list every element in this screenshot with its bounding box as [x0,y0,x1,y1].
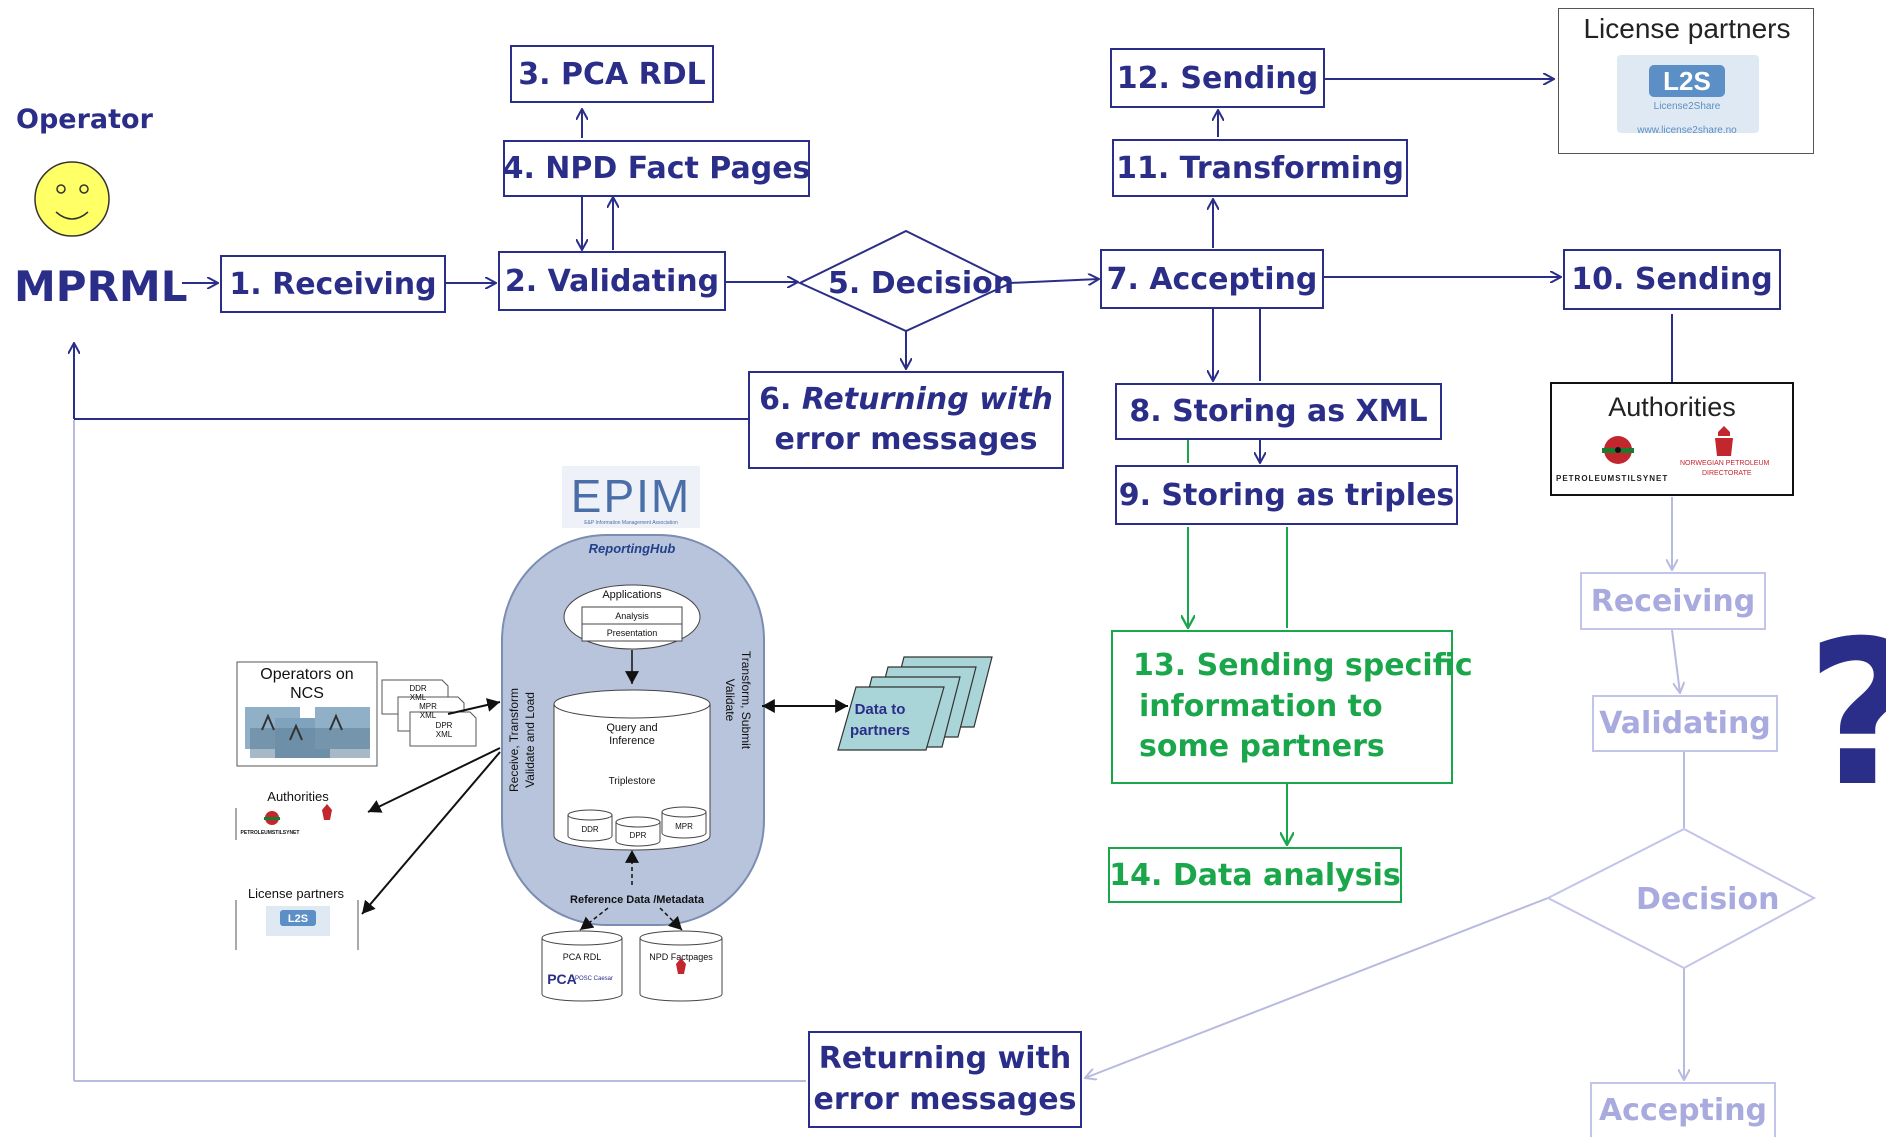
operators-label-2: NCS [290,685,324,702]
npd-factpages-db-label: NPD Factpages [649,952,713,962]
validate-right-label: Validate [723,679,737,722]
step-5-decision[interactable]: 5. Decision [828,266,1015,301]
doc-xml-2: XML [420,711,437,720]
step-10-sending[interactable]: 10. Sending [1563,249,1781,310]
query-label: Query and [606,722,657,734]
presentation-label: Presentation [607,628,658,638]
step-1-receiving[interactable]: 1. Receiving [220,255,446,313]
green-flow-arrows [1188,440,1287,845]
authority-decision-diamond [1545,827,1817,970]
applications-label: Applications [602,589,662,601]
l2s-logo-sub: License2Share [1653,101,1721,112]
svg-text:EPIM: EPIM [571,470,691,522]
analysis-label: Analysis [615,611,649,621]
ddr-label: DDR [581,825,599,834]
report-documents [381,679,477,747]
data-to-label-2: partners [850,722,910,739]
validate-load-label: Validate and Load [523,692,537,788]
question-mark: ? [1806,615,1886,815]
step-9-storing-triples[interactable]: 9. Storing as triples [1115,465,1458,525]
doc-dpr: DPR [436,721,453,730]
doc-ddr: DDR [409,684,427,693]
step-4-npd-fact-pages[interactable]: 4. NPD Fact Pages [503,140,810,197]
authorities-box: Authorities PETROLEUMSTILSYNET NORWEGIAN… [1550,382,1794,496]
doc-xml-1: XML [410,693,427,702]
npd-logo-text-1: NORWEGIAN PETROLEUM [1680,460,1770,467]
license-partners-title: License partners [1583,13,1791,44]
mpr-label: MPR [675,822,693,831]
npd-crest-icon [1715,426,1733,456]
step-13-line-3: some partners [1139,729,1385,765]
step-7-accepting[interactable]: 7. Accepting [1100,249,1324,309]
step-13-sending-specific[interactable]: 13. Sending specific information to some… [1111,630,1473,784]
ptil-logo-icon [1602,436,1634,464]
posc-logo: PCA [547,971,577,987]
smiley-icon [34,161,110,237]
step-14-data-analysis[interactable]: 14. Data analysis [1108,847,1402,903]
reference-cylinders [541,930,723,1002]
step-12-sending[interactable]: 12. Sending [1110,48,1325,108]
npd-logo-text-2: DIRECTORATE [1702,470,1752,477]
offshore-platform-photos [245,707,370,758]
step-2-validating[interactable]: 2. Validating [498,251,726,311]
data-to-partners-stack [837,656,993,751]
epim-authorities-label: Authorities [267,789,329,804]
triplestore-label: Triplestore [609,776,656,787]
authority-receiving[interactable]: Receiving [1580,572,1766,630]
authority-flow-arrows [73,420,1684,1082]
reference-data-label: Reference Data /Metadata [570,894,705,906]
step-13-line-2: information to [1139,688,1383,724]
svg-text:L2S: L2S [288,913,308,925]
step-13-line-1: 13. Sending specific [1133,648,1473,684]
doc-xml-3: XML [436,730,453,739]
authorities-title: Authorities [1608,392,1736,422]
authority-validating[interactable]: Validating [1592,695,1778,752]
epim-authorities-box [236,786,360,842]
step-6-line-2: error messages [774,422,1038,457]
epim-logo: EPIM [562,466,700,528]
decision-diamond [797,229,1014,333]
inference-label: Inference [609,735,655,747]
receive-transform-label: Receive, Transform [507,688,521,792]
pca-rdl-db-label: PCA RDL [563,952,602,962]
step-3-pca-rdl[interactable]: 3. PCA RDL [510,45,714,103]
operator-label: Operator [16,104,153,135]
authority-accepting[interactable]: Accepting [1590,1082,1776,1137]
data-to-label-1: Data to [855,701,906,718]
step-8-storing-xml[interactable]: 8. Storing as XML [1115,383,1442,440]
db-cylinders [567,806,707,847]
authority-returning[interactable]: Returning with error messages [808,1031,1082,1128]
epim-license-label: License partners [248,886,345,901]
epim-logo-sub: E&P Information Management Association [584,520,678,526]
doc-mpr: MPR [419,702,437,711]
main-flow-arrows [74,79,1673,463]
l2s-logo: L2S [1649,65,1725,97]
authority-returning-line-2: error messages [813,1081,1077,1117]
authority-returning-line-1: Returning with [818,1041,1072,1076]
dpr-label: DPR [630,831,647,840]
l2s-logo-url: www.license2share.no [1637,125,1737,136]
step-6-line-1: 6. Returning with [759,381,1053,417]
mprml-label: MPRML [14,262,188,311]
ptil-logo-text: PETROLEUMSTILSYNET [1556,474,1669,483]
step-6-returning[interactable]: 6. Returning with error messages [748,371,1064,469]
svg-text:PETROLEUMSTILSYNET: PETROLEUMSTILSYNET [241,830,300,836]
operators-label-1: Operators on [260,666,353,683]
step-11-transforming[interactable]: 11. Transforming [1112,139,1408,197]
posc-label: POSC Caesar [575,976,613,982]
hub-title: ReportingHub [589,541,676,556]
transform-submit-label: Transform, Submit [739,651,753,750]
license-partners-box: License partners L2S License2Share www.l… [1558,8,1814,154]
authority-decision[interactable]: Decision [1636,882,1780,917]
npd-crest-icon [676,958,686,974]
